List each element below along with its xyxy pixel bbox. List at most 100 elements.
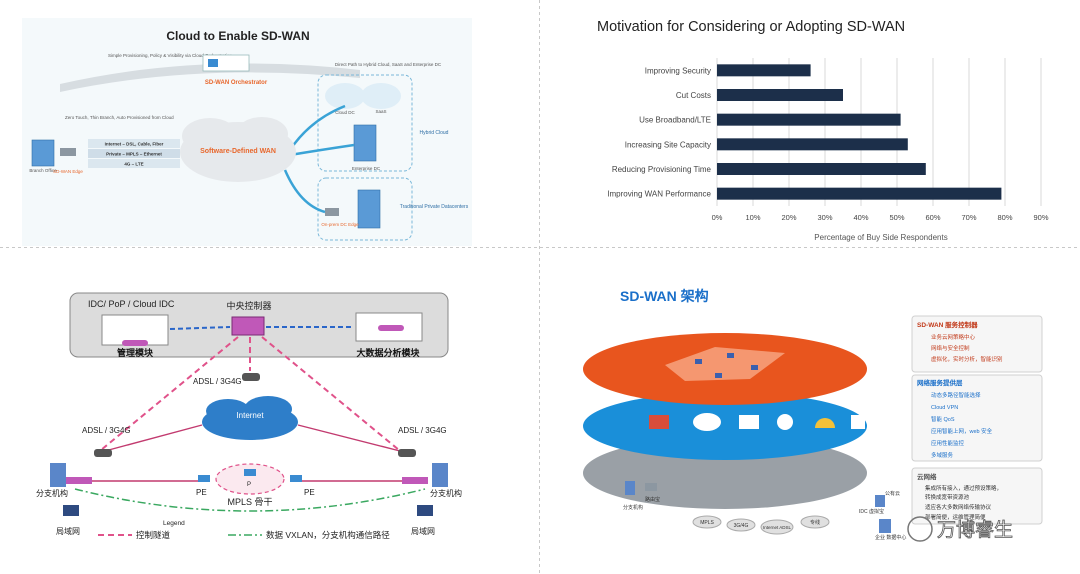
access-mpls-label: MPLS — [700, 520, 714, 526]
chart-category-label: Cut Costs — [676, 91, 711, 100]
chart-tick-label: 80% — [997, 213, 1012, 222]
chart-title: Motivation for Considering or Adopting S… — [597, 19, 905, 35]
internet-right-link — [297, 424, 401, 452]
service-info-item: 动态多路径智能选择 — [931, 391, 981, 399]
orchestrator-icon — [208, 59, 218, 67]
vertical-divider — [539, 0, 540, 574]
sdwan-cloud-puff — [182, 118, 238, 154]
router-left-icon — [94, 449, 112, 457]
chart-bar — [717, 187, 1002, 200]
cloud-sdwan-svg: Cloud to Enable SD-WAN Simple Provisioni… — [22, 18, 472, 246]
bigdata-label: 大数据分析模块 — [356, 347, 420, 358]
internet-cloud-puff — [206, 399, 250, 423]
service-info-item: Cloud VPN — [931, 405, 958, 411]
branch-left-building-icon — [50, 463, 66, 487]
hybrid-cloud-label: Hybrid Cloud — [420, 130, 449, 136]
idc-label: IDC/ PoP / Cloud IDC — [88, 299, 175, 309]
controller-mgmt-link — [169, 326, 231, 330]
chart-bar — [717, 138, 908, 151]
orchestration-note: Simple Provisioning, Policy & Visibility… — [108, 53, 232, 58]
branch-left-label: 分支机构 — [36, 488, 68, 498]
orchestrator-label: SD-WAN Orchestrator — [205, 80, 268, 86]
direct-path-note: Direct Path to Hybrid Cloud, SaaS and En… — [335, 62, 442, 67]
access-leased-label: 专线 — [810, 519, 820, 526]
service-info-item: 智能 QoS — [931, 415, 955, 423]
controller-node — [695, 359, 702, 364]
wechat-logo-icon — [907, 516, 933, 542]
mpls-label: MPLS 骨干 — [227, 497, 272, 507]
topology-svg: IDC/ PoP / Cloud IDC 中央控制器 管理模块 大数据分析模块 … — [36, 292, 462, 540]
access-node-internet — [760, 519, 794, 535]
legend-control-label: 控制隧道 — [136, 530, 171, 540]
on-prem-edge-label: On-prem DC Edge — [321, 222, 359, 227]
orchestration-swoosh — [60, 63, 360, 92]
pe-left-label: PE — [196, 488, 207, 497]
service-layer-disc — [583, 392, 867, 460]
chart-tick-label: 40% — [853, 213, 868, 222]
idc-icon — [875, 495, 885, 507]
cloud-network-info-item: 部署简便，运维管理简便 — [925, 513, 986, 521]
cpe-label: 路由宝 — [645, 496, 660, 503]
cpe-icon — [645, 483, 657, 491]
internet-label: Internet — [236, 411, 264, 420]
link-traditional-dc — [283, 169, 326, 214]
on-prem-edge-icon — [325, 208, 339, 216]
saas-label: SaaS — [375, 109, 386, 114]
bigdata-device-icon — [378, 325, 404, 331]
motivation-chart: Motivation for Considering or Adopting S… — [545, 0, 1080, 246]
chart-tick-label: 60% — [925, 213, 940, 222]
legend-title: Legend — [163, 520, 185, 527]
link-bar-private — [88, 149, 180, 158]
chart-bar — [717, 113, 901, 126]
horizontal-divider — [0, 247, 1080, 248]
sdwan-edge-icon — [60, 148, 76, 156]
chart-tick-label: 20% — [781, 213, 796, 222]
architecture-title: SD-WAN 架构 — [620, 288, 709, 304]
controller-info-title: SD-WAN 服务控制器 — [917, 320, 978, 329]
legend-data-label: 数据 VXLAN，分支机构通信路径 — [266, 530, 390, 540]
cloud-sdwan-diagram: Cloud to Enable SD-WAN Simple Provisioni… — [0, 0, 535, 246]
link-lte-label: 4G – LTE — [124, 162, 143, 167]
sdwan-architecture-diagram: SD-WAN 架构 MPLS 3G/4G Internet ADSL 专线 分支… — [545, 283, 1080, 574]
cloud-dc-label: Cloud DC — [335, 110, 355, 115]
p-label: P — [247, 482, 251, 488]
service-info-item: 应用智能上网，web 安全 — [931, 427, 993, 435]
controller-node — [715, 373, 722, 378]
service-icon-gauge — [815, 418, 835, 428]
controller-info-item: 业务云网策略中心 — [931, 333, 976, 341]
mgmt-label: 管理模块 — [117, 347, 154, 358]
p-router-icon — [244, 469, 256, 476]
controller-info-item: 虚拟化，实时分析，智能识别 — [931, 355, 1003, 363]
service-icon-apps — [851, 415, 865, 429]
controller-node — [727, 353, 734, 358]
chart-category-label: Improving WAN Performance — [607, 190, 711, 199]
link-internet-label: Internet – DSL, Cable, Fiber — [105, 142, 164, 147]
chart-tick-label: 90% — [1033, 213, 1048, 222]
idc-label: IDC 虚拟宝 — [859, 508, 884, 515]
saas-icon — [361, 83, 401, 109]
access-node-leased — [800, 515, 830, 529]
service-icon-globe — [777, 414, 793, 430]
controller-label: 中央控制器 — [226, 300, 271, 311]
controller-network-graphic — [665, 347, 785, 381]
pe-right-router-icon — [290, 475, 302, 482]
link-private-label: Private – MPLS – Ethernet — [106, 152, 162, 157]
chart-category-label: Improving Security — [645, 66, 711, 75]
sdwan-center-label: Software-Defined WAN — [200, 148, 276, 155]
adsl-top-label: ADSL / 3G4G — [193, 377, 242, 386]
branch-building-icon — [625, 481, 635, 495]
branch-office-label: Branch Office — [29, 168, 57, 173]
control-tunnel-right — [261, 336, 406, 456]
cloud-network-info-panel — [911, 467, 1043, 525]
motivation-chart-svg: Motivation for Considering or Adopting S… — [597, 19, 1049, 242]
watermark-text: 万博睿生 — [937, 519, 1013, 541]
branch-left-cpe-icon — [66, 477, 92, 484]
pe-left-router-icon — [198, 475, 210, 482]
chart-grid — [716, 58, 1042, 206]
enterprise-label: 企业 数据中心 — [875, 534, 906, 541]
service-icon-cloud — [693, 413, 721, 431]
router-top-icon — [242, 373, 260, 381]
chart-category-label: Increasing Site Capacity — [625, 140, 711, 149]
traditional-dc-server-icon — [357, 189, 381, 229]
enterprise-dc-icon — [879, 519, 891, 533]
